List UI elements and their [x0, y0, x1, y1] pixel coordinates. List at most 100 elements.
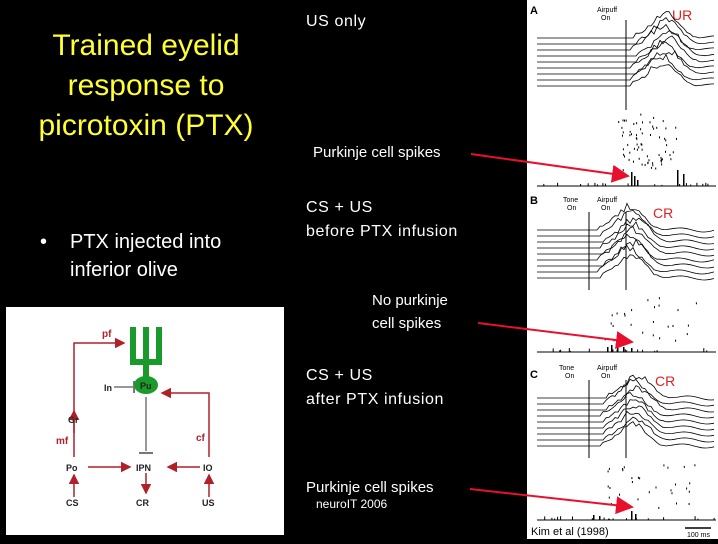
histogram-bar — [568, 348, 570, 352]
eyelid-trace — [537, 202, 715, 233]
spike-dot — [658, 304, 660, 307]
eyelid-trace — [537, 245, 715, 275]
spike-dot — [660, 160, 662, 163]
label-cell-spikes: cell spikes — [372, 315, 442, 332]
panel-b-tone: Tone — [563, 197, 578, 204]
eyelid-trace — [537, 233, 715, 263]
histogram-bar — [703, 348, 705, 352]
label-po: Po — [66, 463, 78, 473]
spike-dot — [611, 314, 613, 317]
eyelid-trace — [537, 41, 715, 69]
spike-dot — [655, 167, 657, 170]
spike-dot — [650, 134, 651, 136]
panel-b-response: CR — [653, 205, 673, 221]
histogram-bar — [551, 517, 553, 520]
panel-c-response: CR — [655, 373, 675, 389]
label-purkinje-spikes-a: Purkinje cell spikes — [313, 144, 441, 161]
histogram-bar — [623, 347, 625, 352]
spike-dot — [641, 143, 643, 146]
spike-dot — [661, 163, 663, 166]
spike-dot — [672, 151, 674, 154]
spike-dot — [608, 467, 610, 470]
title-line-1: Trained eyelid — [52, 29, 240, 62]
eyelid-trace — [537, 226, 715, 257]
spike-dot — [618, 121, 620, 123]
histogram-bar — [544, 516, 546, 520]
label-cr: CR — [136, 498, 149, 508]
spike-dot — [624, 312, 626, 315]
spike-dot — [627, 143, 629, 146]
spike-dot — [638, 146, 640, 149]
spike-dot — [667, 325, 669, 328]
histogram-bar — [634, 176, 636, 186]
spike-dot — [648, 159, 650, 162]
spike-dot — [604, 338, 606, 341]
spike-dot — [633, 160, 634, 163]
histogram-bar — [635, 514, 637, 520]
spike-dot — [637, 498, 639, 501]
panel-a-on: On — [601, 15, 610, 22]
spike-dot — [661, 158, 663, 161]
histogram-bar — [626, 350, 628, 352]
histogram-bar — [560, 349, 562, 352]
histogram-bar — [612, 349, 614, 352]
spike-dot — [683, 465, 685, 468]
histogram-bar — [702, 183, 704, 186]
spike-dot — [619, 493, 620, 496]
histogram-bar — [631, 172, 633, 186]
mossy-fiber-path — [73, 337, 126, 457]
histogram-bar — [707, 183, 709, 186]
spike-dot — [669, 154, 671, 157]
spike-dot — [652, 321, 654, 323]
panel-c-raster — [607, 464, 696, 509]
histogram-bar — [627, 183, 629, 186]
spike-dot — [610, 503, 612, 505]
panel-c-traces — [537, 374, 715, 449]
label-no-purkinje: No purkinje — [372, 292, 448, 309]
spike-dot — [666, 144, 668, 147]
spike-dot — [610, 322, 612, 325]
histogram-bar — [697, 518, 699, 520]
histogram-bar — [713, 517, 715, 520]
histogram-bar — [617, 350, 618, 352]
spike-dot — [631, 481, 633, 483]
spike-dot — [656, 126, 658, 129]
spike-dot — [641, 163, 643, 166]
spike-dot — [658, 506, 660, 509]
bullet-line-1: PTX injected into — [70, 231, 222, 253]
histogram-bar — [557, 182, 559, 186]
label-cs: CS — [66, 498, 79, 508]
spike-dot — [672, 325, 674, 327]
climbing-fiber-path — [160, 387, 210, 457]
histogram-bar — [679, 184, 681, 186]
histogram-bar — [608, 518, 610, 520]
spike-dot — [607, 485, 609, 488]
spike-dot — [695, 302, 697, 305]
histogram-bar — [587, 183, 589, 186]
spike-dot — [636, 134, 637, 137]
histogram-bar — [604, 183, 606, 186]
spike-dot — [629, 151, 631, 154]
spike-dot — [676, 137, 677, 140]
eyelid-trace — [537, 385, 715, 413]
histogram-bar — [557, 516, 559, 520]
spike-dot — [629, 130, 631, 133]
cerebellar-circuit-diagram: pf Pu In Gr mf cf Po IPN IO CS CR US — [6, 307, 284, 535]
spike-dot — [642, 331, 644, 334]
eyelid-trace — [537, 416, 715, 443]
histogram-bar — [624, 349, 626, 352]
eyelid-trace — [537, 405, 715, 431]
slide-title: Trained eyelid response to picrotoxin (P… — [18, 26, 274, 146]
spike-dot — [633, 147, 635, 150]
histogram-bar — [654, 184, 656, 186]
histogram-bar — [543, 183, 545, 186]
spike-dot — [675, 339, 677, 342]
panel-a-airpuff: Airpuff — [597, 7, 617, 14]
eyelid-trace — [537, 421, 715, 449]
spike-dot — [641, 148, 643, 151]
traces-svg: A Airpuff On UR B Tone On Airpuff On CR … — [530, 5, 716, 539]
spike-dot — [607, 470, 609, 473]
spike-dot — [608, 496, 610, 499]
histogram-bar — [593, 515, 595, 520]
eyelid-trace — [537, 410, 715, 437]
